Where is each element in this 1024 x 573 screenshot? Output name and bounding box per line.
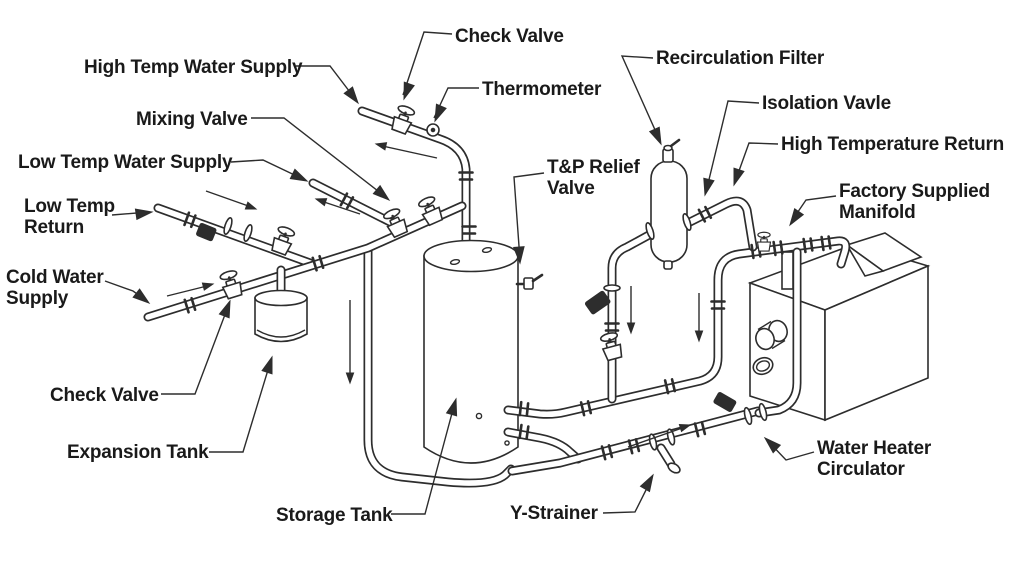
heater-top-wedge	[845, 232, 923, 277]
thermometer-fitting	[426, 123, 440, 137]
label-y-strainer: Y-Strainer	[510, 503, 598, 524]
label-check-valve-lower: Check Valve	[50, 385, 159, 406]
fittings	[183, 102, 832, 461]
heater-port-upper	[755, 319, 788, 351]
label-water-heater-circulator: Water Heater Circulator	[817, 438, 932, 480]
recirculation-filter	[645, 138, 692, 270]
storage-tank	[423, 239, 519, 464]
bottom-supply-run	[508, 252, 797, 475]
label-cold-water-supply: Cold Water Supply	[6, 267, 104, 309]
label-mixing-valve: Mixing Valve	[136, 109, 248, 130]
flow-arrows	[166, 139, 704, 448]
tp-relief-valve-fitting	[515, 273, 544, 290]
high-temp-supply-pipe	[362, 111, 466, 256]
high-temperature-return-pipe	[688, 201, 753, 247]
label-low-temp-water-supply: Low Temp Water Supply	[18, 152, 233, 173]
label-recirculation-filter: Recirculation Filter	[656, 48, 825, 69]
expansion-tank	[254, 289, 308, 343]
label-storage-tank: Storage Tank	[276, 505, 393, 526]
label-low-temp-return: Low Temp Return	[24, 196, 115, 238]
label-thermometer: Thermometer	[482, 79, 602, 100]
water-heater	[747, 232, 931, 422]
label-isolation-valve: Isolation Vavle	[762, 93, 891, 114]
filter-riser-pump	[584, 284, 625, 363]
label-factory-supplied-manifold: Factory Supplied Manifold	[839, 181, 990, 223]
label-leaders	[104, 31, 837, 515]
y-strainer-cap	[667, 462, 681, 474]
y-strainer-fitting	[648, 428, 676, 451]
water-heater-circulator-pump	[713, 392, 768, 426]
label-tp-relief-valve: T&P Relief Valve	[547, 157, 640, 199]
label-check-valve-top: Check Valve	[455, 26, 564, 47]
low-temp-return-pump	[183, 211, 298, 257]
heater-port-lower	[752, 356, 774, 376]
label-expansion-tank: Expansion Tank	[67, 442, 209, 463]
label-high-temp-water-supply: High Temp Water Supply	[84, 57, 303, 78]
manifold-sensor-well	[781, 251, 794, 290]
label-high-temperature-return: High Temperature Return	[781, 134, 1005, 155]
